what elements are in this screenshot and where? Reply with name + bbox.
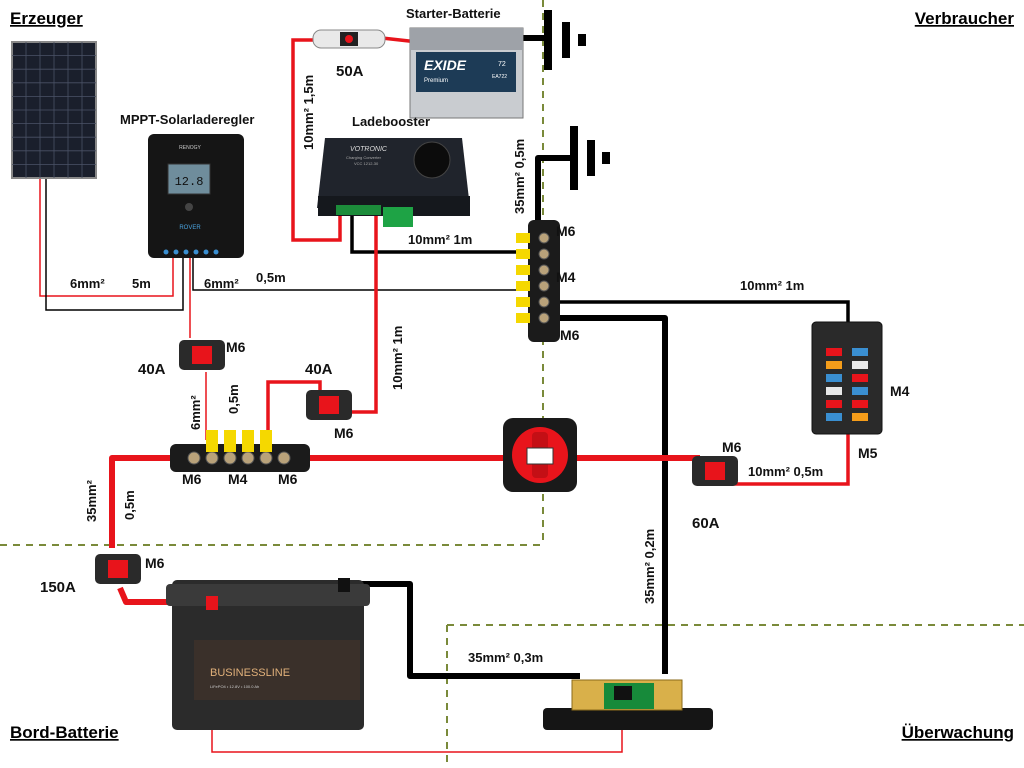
booster-to-neg-busbar-wire bbox=[350, 212, 530, 254]
label-terminal-fusebox-main: M4 bbox=[890, 383, 910, 399]
label-cable-battery-shunt: 35mm² 0,3m bbox=[468, 650, 543, 665]
house-battery-brand: BUSINESSLINE bbox=[210, 667, 290, 679]
label-cable-booster-plus: 10mm² 1m bbox=[390, 326, 405, 390]
starter-battery-code: EA722 bbox=[492, 74, 507, 80]
label-terminal-fuse-mppt: M6 bbox=[226, 339, 246, 355]
mppt-display: 12.8 bbox=[175, 175, 204, 189]
label-fuse-booster-40a: 40A bbox=[305, 361, 333, 378]
label-terminal-fusebox-neg: M5 bbox=[858, 445, 878, 461]
battery-to-shunt-wire bbox=[345, 581, 580, 679]
section-producer: Erzeuger bbox=[10, 9, 83, 28]
mppt-load-minus-wire bbox=[192, 256, 530, 291]
mppt-model: ROVER bbox=[179, 225, 201, 231]
battery-shunt bbox=[543, 679, 713, 730]
mppt-controller: 12.8 RENOGY ROVER bbox=[148, 134, 244, 258]
label-cable-mppt-plus-length: 0,5m bbox=[226, 384, 241, 414]
label-cable-battery-plus-length: 0,5m bbox=[122, 490, 137, 520]
label-cable-fusebox-minus: 10mm² 1m bbox=[740, 278, 804, 293]
booster-to-fuse40-wire bbox=[345, 212, 378, 414]
starter-battery-sub: Premium bbox=[424, 78, 448, 84]
label-terminal-pos-right: M6 bbox=[278, 471, 298, 487]
busbar-to-fusebox-minus-wire bbox=[545, 300, 850, 326]
label-cable-battery-plus-size: 35mm² bbox=[84, 479, 99, 522]
label-terminal-pos-left: M6 bbox=[182, 471, 202, 487]
solar-minus-wire bbox=[45, 178, 184, 311]
solar-plus-wire bbox=[39, 178, 174, 297]
label-terminal-fuse-booster: M6 bbox=[334, 425, 354, 441]
booster-model: VCC 1212-30 bbox=[354, 161, 379, 166]
booster-brand: VOTRONIC bbox=[350, 146, 388, 153]
label-terminal-neg-top: M6 bbox=[556, 223, 576, 239]
mppt-brand: RENOGY bbox=[179, 145, 201, 151]
house-battery: BUSINESSLINE LiFePO4 • 12.8V • 100.0 Ah bbox=[166, 578, 370, 730]
breaker-40a-booster bbox=[306, 390, 352, 420]
section-monitoring: Überwachung bbox=[902, 723, 1014, 742]
busbar-to-shunt-wire bbox=[545, 315, 668, 674]
medium-wires bbox=[266, 36, 850, 486]
starter-ground-wire bbox=[535, 155, 570, 222]
label-terminal-pos-mid: M4 bbox=[228, 471, 248, 487]
ground-symbol-starter bbox=[544, 10, 586, 70]
label-cable-mppt-minus-size: 6mm² bbox=[204, 276, 239, 291]
label-terminal-neg-bottom: M6 bbox=[560, 327, 580, 343]
label-starter-battery: Starter-Batterie bbox=[406, 6, 501, 21]
label-cable-booster-minus: 10mm² 1m bbox=[408, 232, 472, 247]
solar-panel bbox=[11, 41, 97, 179]
breaker-60a-consumer bbox=[692, 456, 738, 486]
label-terminal-fuse-battery: M6 bbox=[145, 555, 165, 571]
label-terminal-fuse-consumer: M6 bbox=[722, 439, 742, 455]
breaker-150a-battery bbox=[95, 554, 141, 584]
ground-symbol-booster bbox=[570, 126, 610, 190]
label-terminal-neg-mid: M4 bbox=[556, 269, 576, 285]
label-cable-consumer-plus: 10mm² 0,5m bbox=[748, 464, 823, 479]
section-consumer: Verbraucher bbox=[915, 9, 1015, 28]
label-mppt: MPPT-Solarladeregler bbox=[120, 112, 254, 127]
starter-battery: EXIDE Premium 72 EA722 bbox=[409, 27, 524, 119]
label-cable-shunt-minus: 35mm² 0,2m bbox=[642, 529, 657, 604]
house-battery-spec: LiFePO4 • 12.8V • 100.0 Ah bbox=[210, 684, 259, 689]
label-cable-solar-length: 5m bbox=[132, 276, 151, 291]
negative-busbar bbox=[516, 220, 560, 342]
label-cable-ground-starter: 35mm² 0,5m bbox=[512, 139, 527, 214]
fuse40-to-busbar-wire bbox=[266, 380, 322, 440]
label-fuse-150a: 150A bbox=[40, 579, 76, 596]
battery-plus-wire bbox=[109, 455, 188, 548]
positive-busbar bbox=[170, 430, 310, 472]
label-cable-solar-size: 6mm² bbox=[70, 276, 105, 291]
section-house-battery: Bord-Batterie bbox=[10, 723, 119, 742]
charging-booster: VOTRONIC Charging Converter VCC 1212-30 bbox=[317, 138, 470, 227]
label-cable-mppt-plus-size: 6mm² bbox=[188, 395, 203, 430]
fuse60-to-fusebox-wire bbox=[733, 432, 850, 486]
label-fuse-50a: 50A bbox=[336, 63, 364, 80]
starter-battery-ah: 72 bbox=[498, 61, 506, 68]
label-fuse-mppt-40a: 40A bbox=[138, 361, 166, 378]
label-fuse-60a: 60A bbox=[692, 515, 720, 532]
starter-battery-brand: EXIDE bbox=[424, 57, 467, 73]
label-booster: Ladebooster bbox=[352, 114, 430, 129]
inline-fuse-50a bbox=[312, 29, 386, 49]
starter-fuse-to-booster-wire bbox=[291, 38, 342, 242]
fuse-box bbox=[811, 321, 883, 435]
breaker-40a-mppt bbox=[179, 340, 225, 370]
label-cable-starter-fuse: 10mm² 1,5m bbox=[301, 75, 316, 150]
label-cable-mppt-minus-length: 0,5m bbox=[256, 270, 286, 285]
battery-disconnect-switch bbox=[503, 418, 577, 492]
booster-sub: Charging Converter bbox=[346, 155, 382, 160]
